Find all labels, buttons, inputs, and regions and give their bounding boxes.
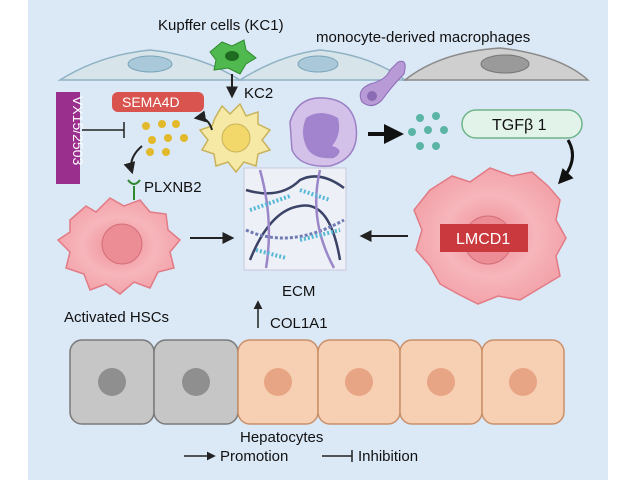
vx15-label: VX15/2503 xyxy=(70,96,86,165)
tgfb1-label: TGFβ 1 xyxy=(492,117,547,134)
plxnb2-receptor-icon xyxy=(127,179,141,200)
arrow-tgf-to-hsc xyxy=(557,139,574,185)
monocyte-icon xyxy=(359,60,406,106)
kupffer-cell-icon xyxy=(209,39,257,75)
hepatocytes-label: Hepatocytes xyxy=(240,429,323,446)
sema4d-box xyxy=(112,92,204,112)
ecm-label: ECM xyxy=(282,283,315,300)
col1a1-label: COL1A1 xyxy=(270,315,328,332)
plxnb2-label: PLXNB2 xyxy=(144,179,202,196)
activated-hscs-label: Activated HSCs xyxy=(64,309,169,326)
arrow-kc2-to-sema4d xyxy=(193,110,213,131)
legend-promotion-label: Promotion xyxy=(220,448,288,465)
lmcd1-label: LMCD1 xyxy=(456,231,510,248)
endothelial-cells xyxy=(57,47,590,81)
kc2-label: KC2 xyxy=(244,85,273,102)
arrow-sema4d-to-plxnb2 xyxy=(123,145,143,175)
legend-inhibition-label: Inhibition xyxy=(358,448,418,465)
legend: Promotion Inhibition xyxy=(184,448,418,465)
kupffer-label: Kupffer cells (KC1) xyxy=(158,17,284,34)
tgf-particles-icon xyxy=(408,112,448,150)
activated-hsc-cell-icon xyxy=(56,197,182,295)
hepatocyte-row xyxy=(69,339,565,425)
lmcd1-box xyxy=(440,224,528,252)
tgfb1-box xyxy=(461,109,583,139)
sema4d-label: SEMA4D xyxy=(122,94,180,110)
macrophage-cell-icon xyxy=(289,97,358,167)
inhibition-vx15 xyxy=(82,122,125,138)
monocyte-label: monocyte-derived macrophages xyxy=(316,29,530,46)
kc2-cell-icon xyxy=(198,102,272,174)
ecm-matrix-icon xyxy=(243,167,347,271)
sema4d-particles-icon xyxy=(142,120,188,156)
vx15-box xyxy=(56,92,80,184)
legend-inhibition-symbol xyxy=(322,450,353,462)
